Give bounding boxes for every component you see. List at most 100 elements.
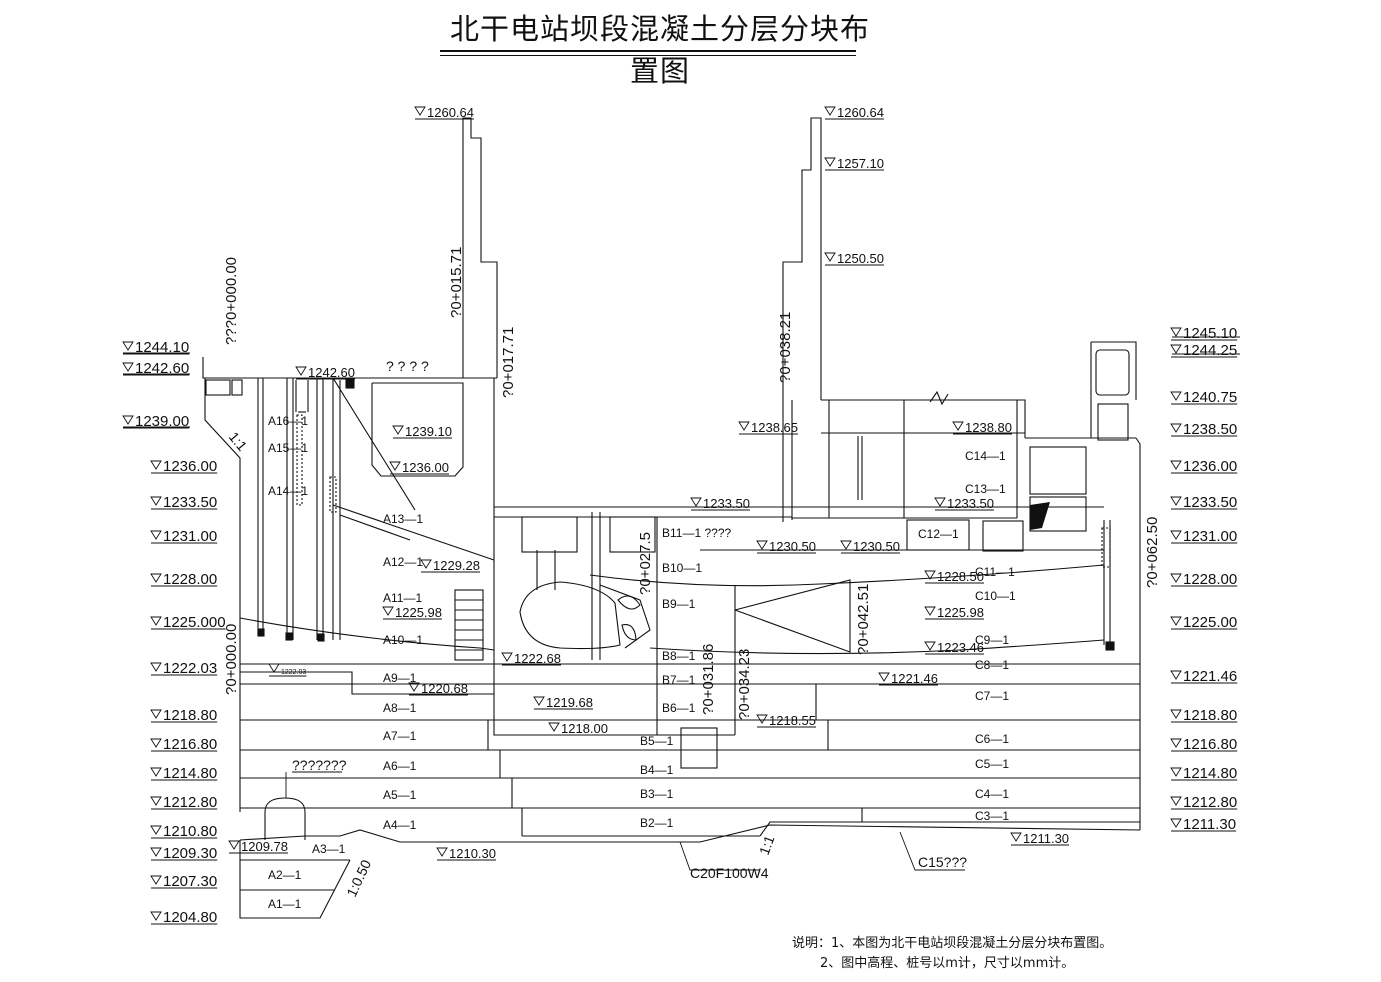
block-A14: A14—1 [268, 484, 308, 498]
elev-left-1222-03: 1222.03 [163, 660, 217, 677]
elevation-triangle-icon [122, 362, 134, 372]
elev-right-1218-80: 1218.80 [1183, 707, 1237, 724]
elevation-triangle-icon [924, 606, 936, 616]
block-C8: C8—1 [975, 658, 1009, 672]
elev-inner-1238-65: 1238.65 [751, 420, 798, 435]
elev-inner-1209-78: 1209.78 [241, 839, 288, 854]
block-C10: C10—1 [975, 589, 1016, 603]
elev-inner-1225-98-a: 1225.98 [395, 605, 442, 620]
station-0-031-86: ?0+031.86 [700, 644, 717, 715]
elev-inner-1257-10: 1257.10 [837, 156, 884, 171]
elev-right-1233-50: 1233.50 [1183, 494, 1237, 511]
elevation-triangle-icon [122, 415, 134, 425]
notes-block: 说明：1、本图为北干电站坝段混凝土分层分块布置图。 2、图中高程、桩号以m计，尺… [792, 934, 1112, 974]
elevation-triangle-icon [1010, 832, 1022, 842]
note-line-1: 说明：1、本图为北干电站坝段混凝土分层分块布置图。 [792, 936, 1113, 951]
elev-left-1214-80: 1214.80 [163, 765, 217, 782]
elev-right-1238-50: 1238.50 [1183, 421, 1237, 438]
block-C13: C13—1 [965, 482, 1006, 496]
block-C11: C11—1 [975, 565, 1015, 579]
elevation-triangle-icon [408, 682, 420, 692]
block-B8: B8—1 [662, 649, 696, 663]
elevation-triangle-icon [548, 722, 560, 732]
elevation-triangle-icon [122, 341, 134, 351]
block-B6: B6—1 [662, 701, 696, 715]
elevation-triangle-icon [924, 570, 936, 580]
elevation-triangle-icon [1170, 796, 1182, 806]
elevation-triangle-icon [150, 875, 162, 885]
station-0-015-71: ?0+015.71 [448, 247, 465, 318]
elevation-triangle-icon [756, 714, 768, 724]
station-0-017-71: ?0+017.71 [500, 327, 517, 398]
elev-inner-1239-10: 1239.10 [405, 424, 452, 439]
elevation-triangle-icon [824, 106, 836, 116]
elevation-triangle-icon [690, 497, 702, 507]
block-A4: A4—1 [383, 818, 417, 832]
block-B5: B5—1 [640, 734, 674, 748]
station-0-000-mid: ?0+000.00 [223, 624, 240, 695]
elevation-triangle-icon [150, 709, 162, 719]
block-A1: A1—1 [268, 897, 302, 911]
elevation-triangle-icon [1170, 530, 1182, 540]
label-gallery: ??????? [292, 757, 347, 773]
elev-right-1228-00: 1228.00 [1183, 571, 1237, 588]
elev-inner-1260-64-right: 1260.64 [837, 105, 884, 120]
label-slope-1-1-left: 1:1 [226, 429, 251, 454]
elevation-triangle-icon [1170, 327, 1182, 337]
block-A8: A8—1 [383, 701, 417, 715]
elevation-triangle-icon [934, 497, 946, 507]
elev-inner-1236-00: 1236.00 [402, 460, 449, 475]
title-underline-thin [440, 55, 856, 56]
elev-inner-1238-80: 1238.80 [965, 420, 1012, 435]
elevation-triangle-icon [1170, 709, 1182, 719]
elev-inner-1260-64-left: 1260.64 [427, 105, 474, 120]
station-0-027-5: ?0+027.5 [637, 532, 654, 595]
elevation-triangle-icon [150, 662, 162, 672]
elev-left-1233-50: 1233.50 [163, 494, 217, 511]
elevation-triangle-icon [150, 460, 162, 470]
elev-right-1225-00: 1225.00 [1183, 614, 1237, 631]
block-A3: A3—1 [312, 842, 346, 856]
elevation-triangle-icon [150, 847, 162, 857]
elev-inner-1230-50-b: 1230.50 [853, 539, 900, 554]
block-A5: A5—1 [383, 788, 417, 802]
block-C4: C4—1 [975, 787, 1009, 801]
elev-left-1242-60: 1242.60 [135, 360, 189, 377]
elevation-triangle-icon [738, 421, 750, 431]
elev-inner-1222-03: 1222.03 [281, 669, 306, 676]
elev-left-1236-00: 1236.00 [163, 458, 217, 475]
elevation-triangle-icon [150, 767, 162, 777]
elev-inner-1210-30: 1210.30 [449, 846, 496, 861]
elev-right-1231-00: 1231.00 [1183, 528, 1237, 545]
block-B3: B3—1 [640, 787, 674, 801]
elev-left-1207-30: 1207.30 [163, 873, 217, 890]
elev-inner-1250-50: 1250.50 [837, 251, 884, 266]
elevation-markers [123, 336, 1240, 428]
elevation-triangle-icon [501, 652, 513, 662]
elevation-triangle-icon [150, 738, 162, 748]
label-slope-1-1-foundation: 1:1 [756, 833, 778, 857]
block-A10: A10—1 [383, 633, 423, 647]
elev-left-1212-80: 1212.80 [163, 794, 217, 811]
elev-inner-1228-50: 1228.50 [937, 569, 984, 584]
block-A11: A11—1 [383, 591, 422, 605]
elev-inner-1219-68: 1219.68 [546, 695, 593, 710]
block-C5: C5—1 [975, 757, 1009, 771]
station-0-034-23: ?0+034.23 [736, 649, 753, 720]
elevation-triangle-icon [1170, 573, 1182, 583]
elevation-triangle-icon [756, 540, 768, 550]
station-0-042-51: ?0+042.51 [855, 584, 872, 655]
elev-left-1228-00: 1228.00 [163, 571, 217, 588]
block-A2: A2—1 [268, 868, 302, 882]
elevation-triangle-icon [436, 847, 448, 857]
elevation-triangle-icon [150, 573, 162, 583]
elevation-triangle-icon [228, 840, 240, 850]
elev-right-1240-75: 1240.75 [1183, 389, 1237, 406]
elevation-triangle-icon [150, 825, 162, 835]
elevation-triangle-icon [150, 796, 162, 806]
elev-left-1231-00: 1231.00 [163, 528, 217, 545]
elev-left-1209-30: 1209.30 [163, 845, 217, 862]
elevation-triangle-icon [414, 106, 426, 116]
elevation-triangle-icon [824, 252, 836, 262]
elev-left-1239-00: 1239.00 [135, 413, 189, 430]
